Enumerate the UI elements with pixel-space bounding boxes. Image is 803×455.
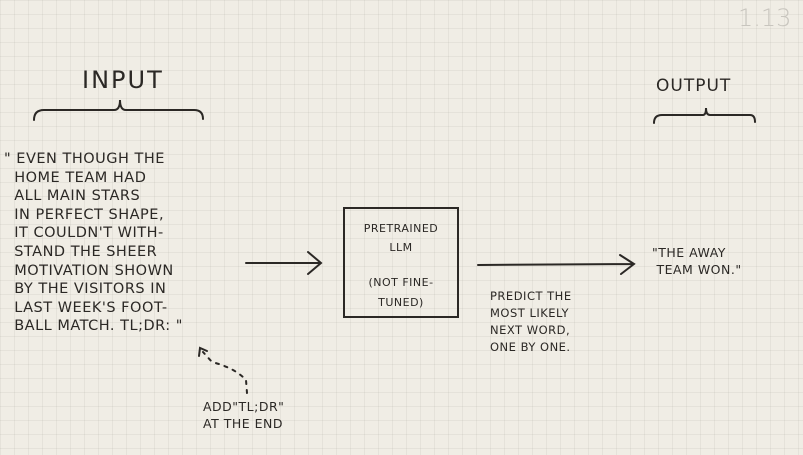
input-line: IT COULDN'T WITH- [4, 225, 164, 242]
llm-box-subtitle: (NOT FINE- TUNED) [345, 273, 457, 313]
input-line: BY THE VISITORS IN [4, 281, 167, 298]
input-arrow [245, 251, 323, 275]
output-line: TEAM WON." [652, 262, 742, 277]
input-line: LAST WEEK'S FOOT- [4, 299, 168, 316]
input-prompt-text: " EVEN THOUGH THE HOME TEAM HAD ALL MAIN… [4, 150, 183, 336]
input-label: INPUT [82, 66, 164, 94]
llm-title-line: LLM [389, 241, 413, 254]
dotted-annotation-arrow [202, 351, 248, 394]
llm-box-title: PRETRAINED LLM [345, 219, 457, 257]
caption-line: PREDICT THE [490, 289, 572, 303]
caption-line: NEXT WORD, [490, 323, 571, 337]
annotation-line: ADD"TL;DR" [203, 399, 285, 414]
output-brace [653, 107, 756, 124]
input-line: HOME TEAM HAD [4, 169, 147, 186]
annotation-text: ADD"TL;DR" AT THE END [203, 398, 284, 432]
output-line: "THE AWAY [652, 245, 726, 260]
output-label: OUTPUT [656, 76, 732, 96]
input-line: " EVEN THOUGH THE [4, 151, 165, 167]
annotation-arrowhead [198, 346, 208, 357]
input-line: MOTIVATION SHOWN [4, 262, 174, 279]
input-brace [33, 99, 204, 121]
output-text: "THE AWAY TEAM WON." [652, 244, 742, 278]
input-line: ALL MAIN STARS [4, 188, 141, 205]
llm-subtitle-line: TUNED) [378, 296, 424, 309]
caption-line: MOST LIKELY [490, 306, 569, 320]
process-caption: PREDICT THE MOST LIKELY NEXT WORD, ONE B… [490, 288, 572, 356]
input-line: IN PERFECT SHAPE, [4, 206, 165, 223]
page-number: 1.13 [738, 4, 792, 32]
annotation-line: AT THE END [203, 416, 283, 431]
input-line: BALL MATCH. TL;DR: " [4, 318, 183, 335]
llm-subtitle-line: (NOT FINE- [368, 276, 434, 289]
output-arrow [477, 254, 636, 275]
llm-title-line: PRETRAINED [363, 222, 439, 235]
input-line: STAND THE SHEER [4, 243, 158, 260]
pretrained-llm-box: PRETRAINED LLM (NOT FINE- TUNED) [343, 207, 459, 318]
caption-line: ONE BY ONE. [490, 340, 571, 354]
